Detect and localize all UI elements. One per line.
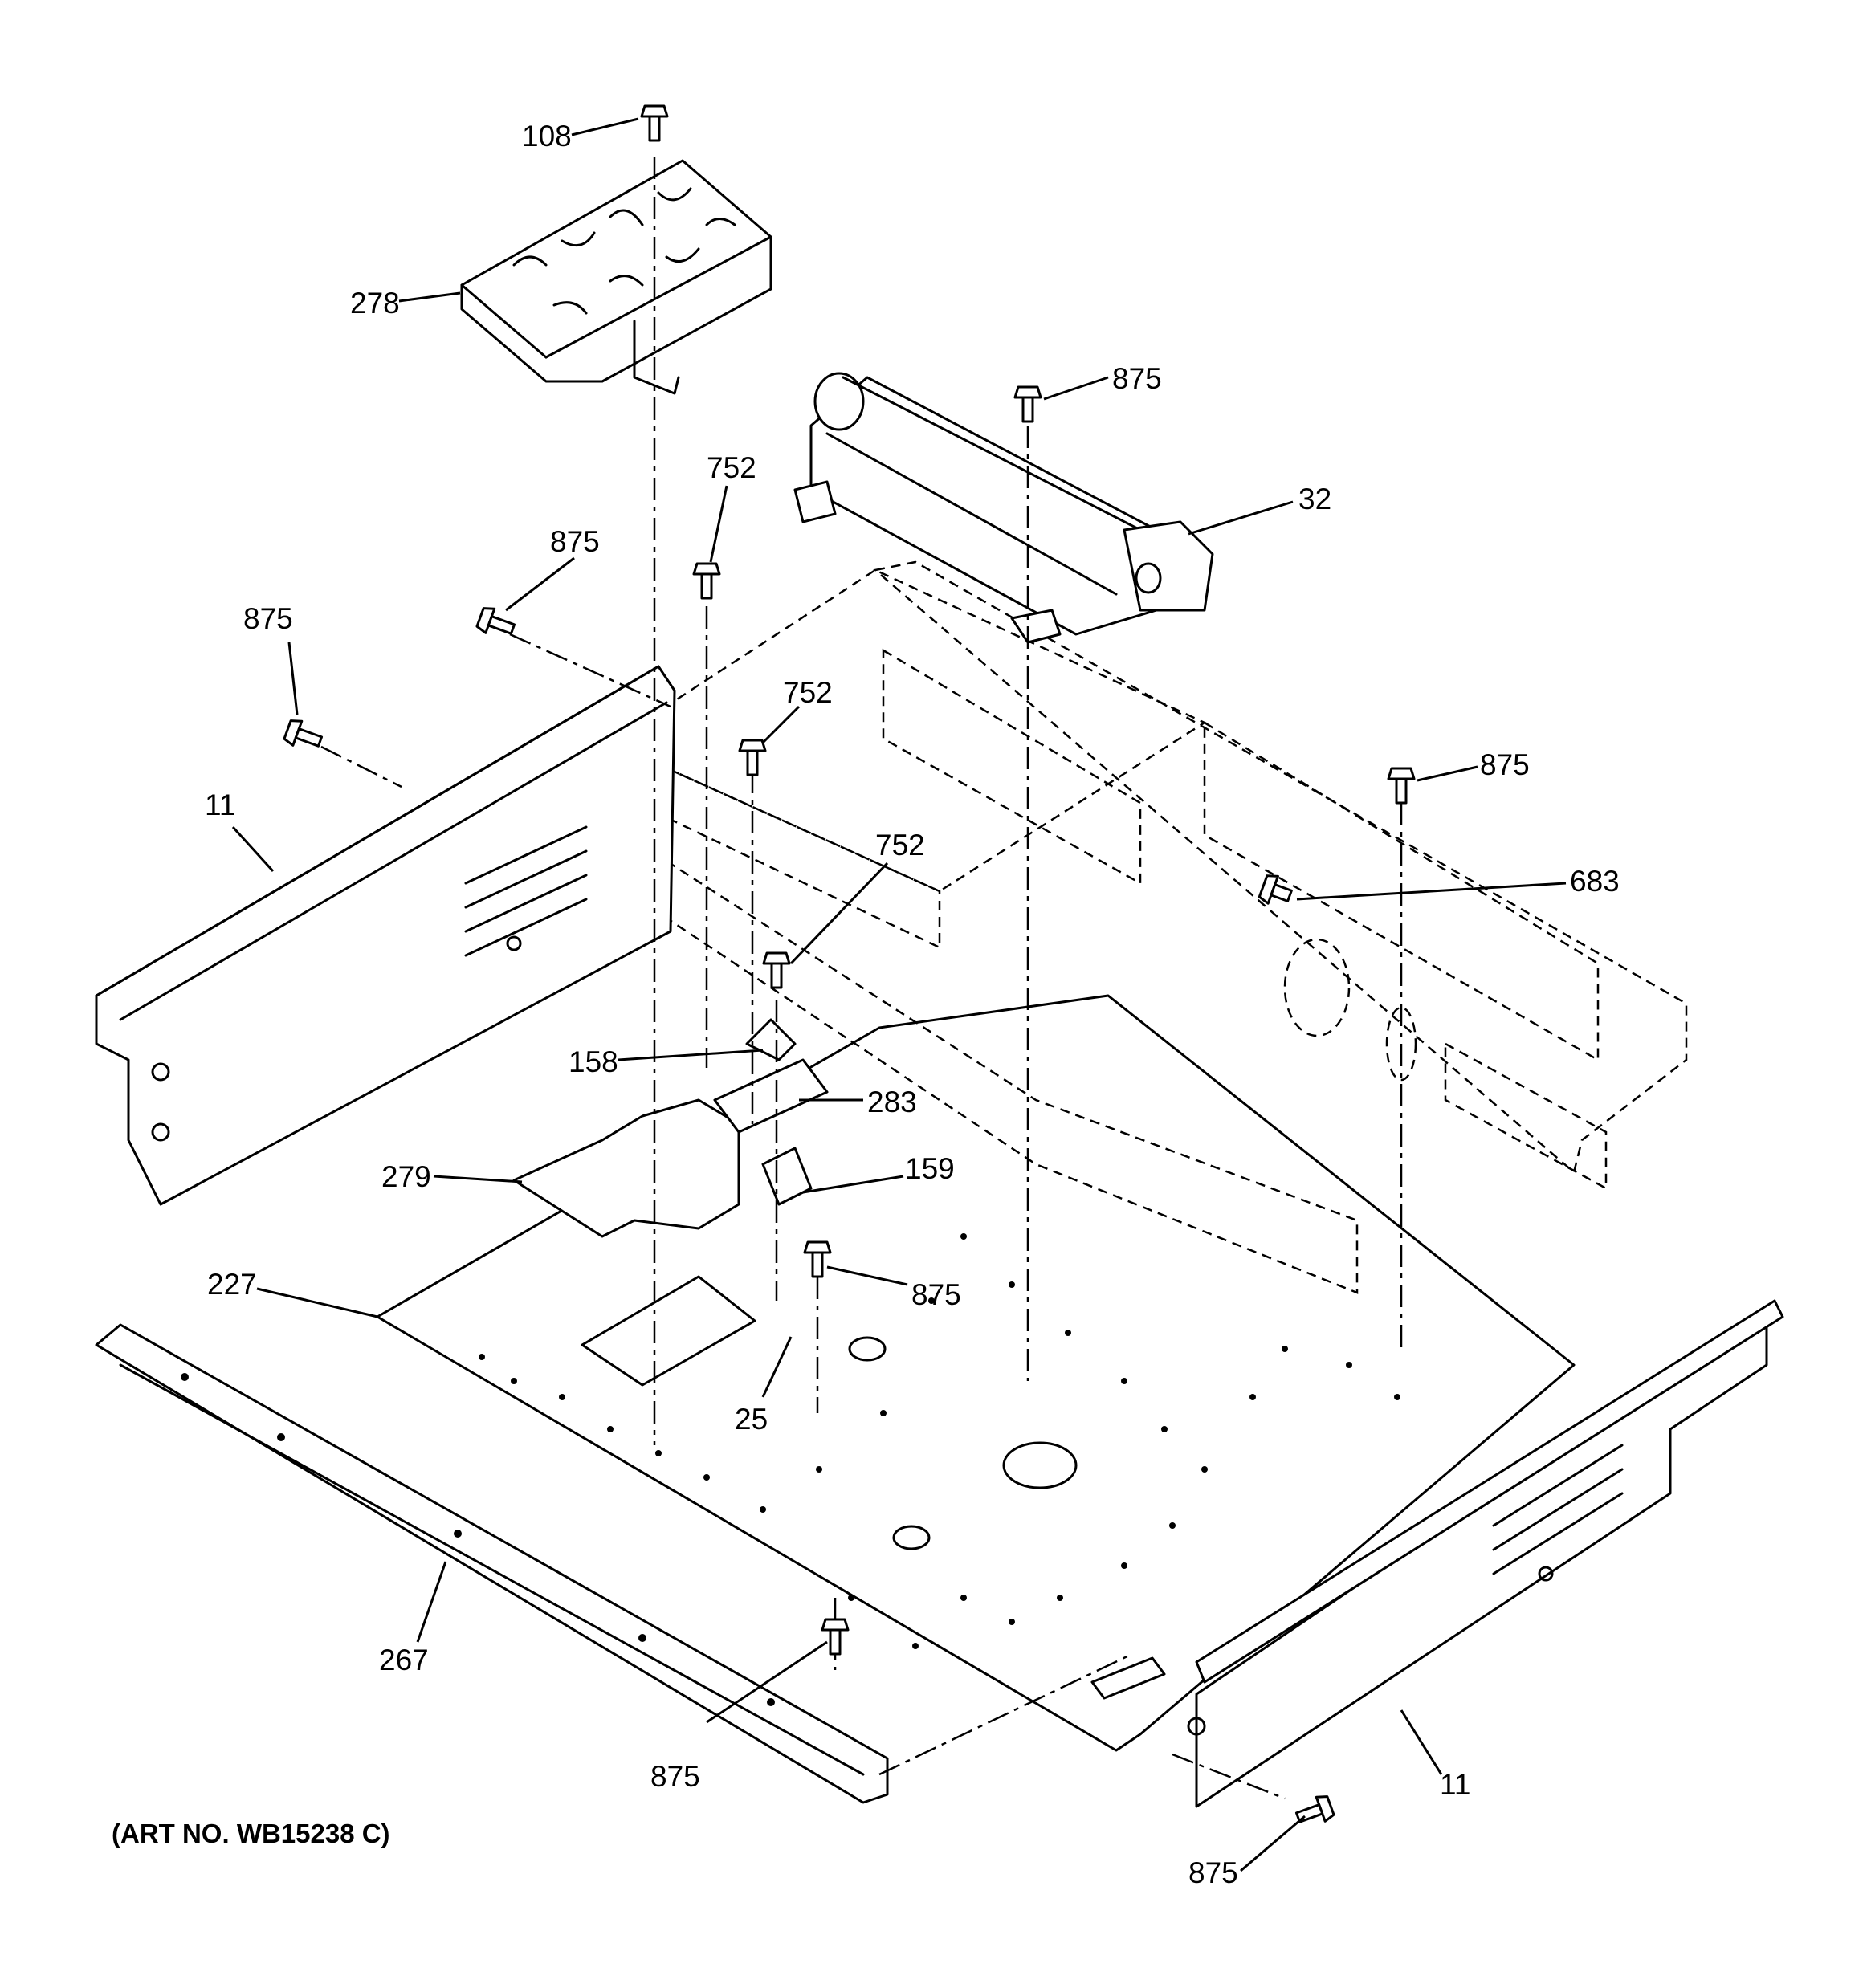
- callout-875-side-left: 875: [243, 602, 293, 635]
- callout-227: 227: [207, 1268, 257, 1301]
- callout-25: 25: [735, 1403, 768, 1436]
- callout-32: 32: [1298, 483, 1331, 515]
- burner-assembly: [512, 1018, 829, 1238]
- callout-279: 279: [381, 1160, 431, 1193]
- side-panel-right-11: [1187, 1299, 1784, 1808]
- screws: [283, 104, 1416, 1823]
- callout-875-right: 875: [1480, 748, 1530, 781]
- screw-875-bottom: [821, 1618, 850, 1656]
- screw-752-upper: [692, 562, 721, 600]
- callout-752-mid: 752: [783, 676, 833, 709]
- front-rail-267: [95, 1323, 889, 1804]
- callout-11-left: 11: [205, 788, 235, 821]
- callout-875-side-upper: 875: [550, 525, 600, 558]
- screw-875-fan: [1013, 385, 1042, 423]
- callout-875-fan: 875: [1112, 362, 1162, 395]
- screw-875-right: [1387, 767, 1416, 805]
- callout-labels: 108 278 875 32 752 875 875 752 875 11 75…: [205, 120, 1620, 1889]
- callout-875-corner: 875: [1188, 1856, 1238, 1889]
- callout-752-upper: 752: [707, 451, 756, 484]
- callout-752-lower: 752: [875, 829, 925, 862]
- callout-875-base: 875: [911, 1278, 961, 1311]
- leader-lines: [231, 117, 1567, 1872]
- callout-11-right: 11: [1440, 1768, 1470, 1801]
- screw-752-lower: [762, 951, 791, 989]
- screw-752-mid: [738, 739, 767, 776]
- callout-267: 267: [379, 1644, 429, 1676]
- fan-assembly-32: [793, 372, 1214, 644]
- callout-683: 683: [1570, 865, 1620, 898]
- callout-158: 158: [569, 1045, 618, 1078]
- callout-875-bottom: 875: [650, 1760, 700, 1793]
- assembly-centerlines: [320, 157, 1403, 1800]
- screw-875-corner: [1294, 1795, 1335, 1823]
- screw-875-side-upper: [475, 607, 516, 635]
- callout-278: 278: [350, 287, 400, 320]
- screw-875-side-left: [283, 719, 324, 748]
- callout-108: 108: [522, 120, 572, 153]
- callout-283: 283: [867, 1086, 917, 1118]
- callout-159: 159: [905, 1152, 955, 1185]
- side-panel-left-11: [95, 665, 676, 1206]
- screw-875-base: [803, 1240, 832, 1278]
- plug-683: [1258, 874, 1293, 905]
- art-number: (ART NO. WB15238 C): [112, 1819, 390, 1848]
- screw-108: [640, 104, 669, 142]
- insulation-278: [460, 159, 772, 395]
